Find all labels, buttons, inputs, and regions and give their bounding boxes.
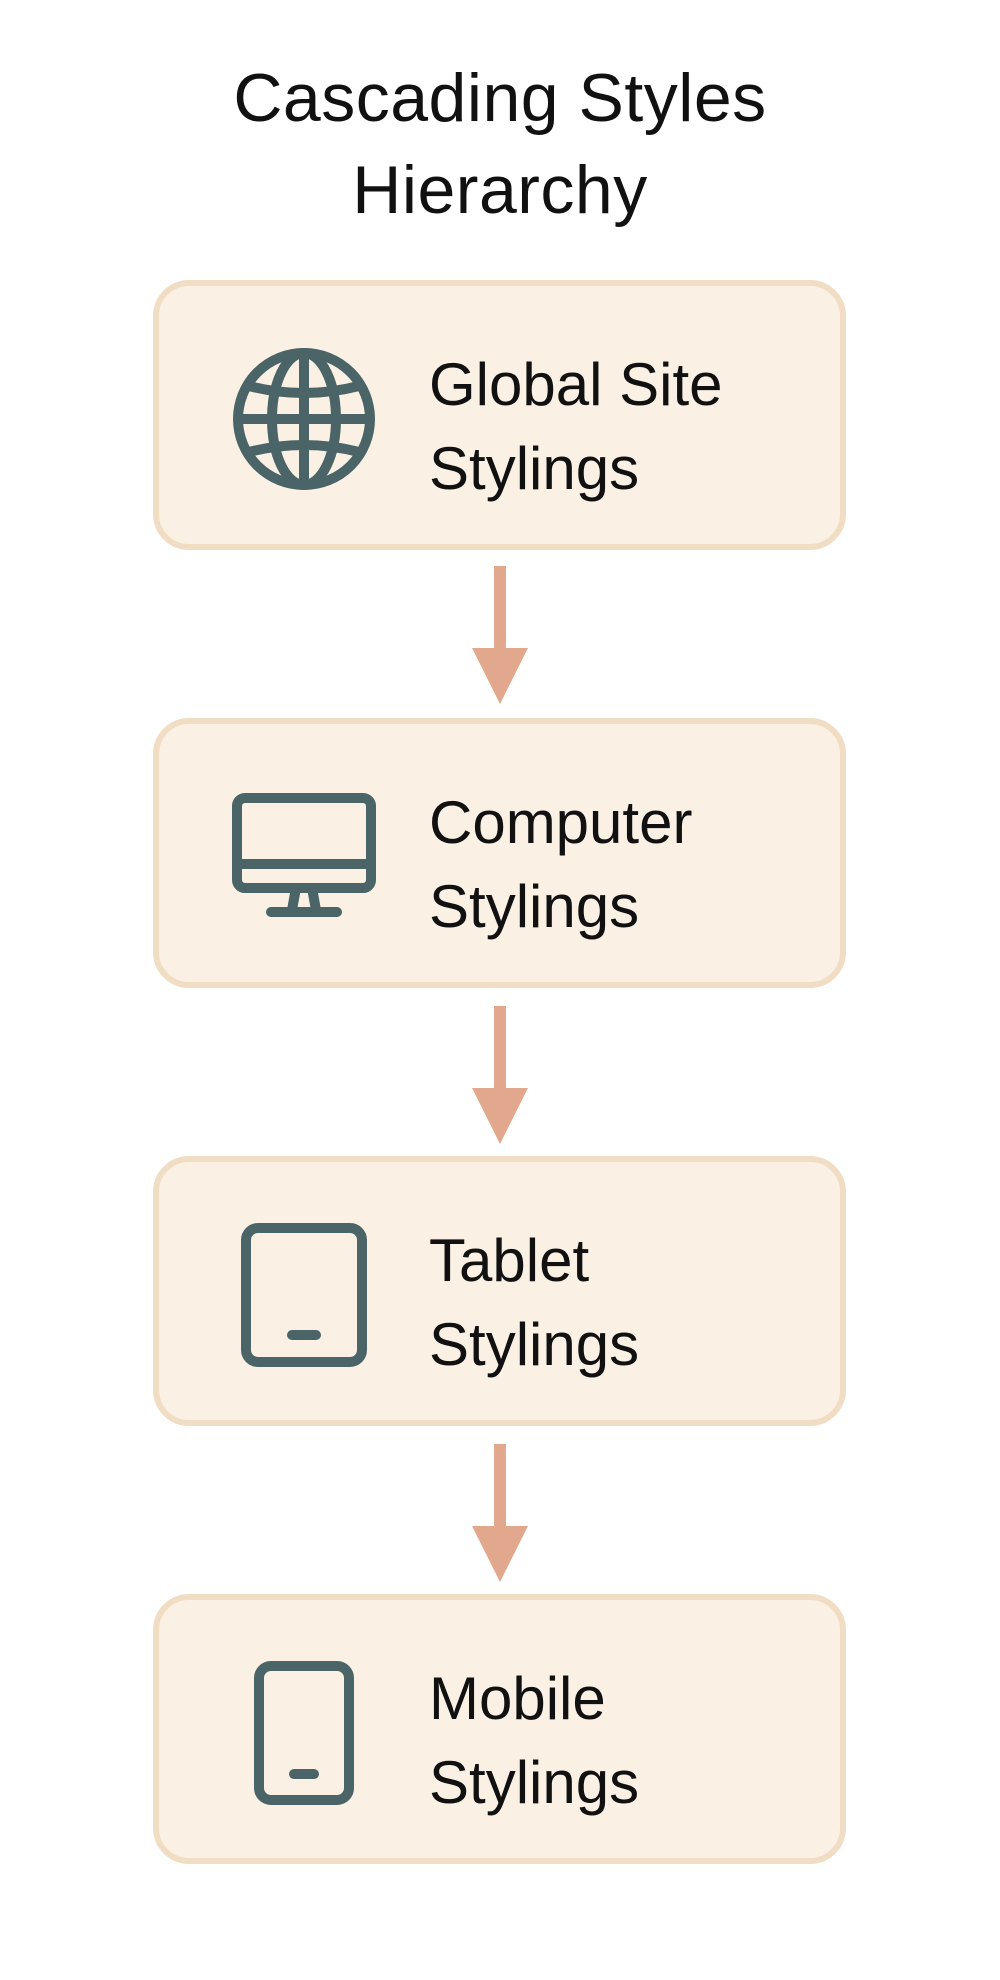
node-computer-stylings: Computer Stylings [153, 718, 846, 988]
node-tablet-stylings: Tablet Stylings [153, 1156, 846, 1426]
globe-icon [229, 344, 379, 494]
tablet-icon [229, 1220, 379, 1370]
node-label-line-2: Stylings [429, 435, 640, 502]
node-label-line-2: Stylings [429, 1749, 640, 1816]
title-line-2: Hierarchy [352, 152, 648, 228]
node-label-line-1: Global Site [429, 351, 723, 418]
node-label-line-1: Mobile [429, 1665, 606, 1732]
node-label: Computer Stylings [429, 781, 692, 949]
arrow-down-3 [472, 1444, 528, 1582]
node-label: Mobile Stylings [429, 1657, 639, 1825]
title-line-1: Cascading Styles [233, 60, 767, 136]
node-label-line-2: Stylings [429, 873, 640, 940]
node-label: Tablet Stylings [429, 1219, 639, 1387]
node-label-line-2: Stylings [429, 1311, 640, 1378]
monitor-icon [229, 782, 379, 932]
node-label-line-1: Computer [429, 789, 693, 856]
phone-icon [229, 1658, 379, 1808]
node-label: Global Site Stylings [429, 343, 723, 511]
node-mobile-stylings: Mobile Stylings [153, 1594, 846, 1864]
arrow-down-1 [472, 566, 528, 704]
arrow-down-2 [472, 1006, 528, 1144]
node-global-site-stylings: Global Site Stylings [153, 280, 846, 550]
node-label-line-1: Tablet [429, 1227, 590, 1294]
diagram-title: Cascading Styles Hierarchy [0, 52, 1000, 236]
